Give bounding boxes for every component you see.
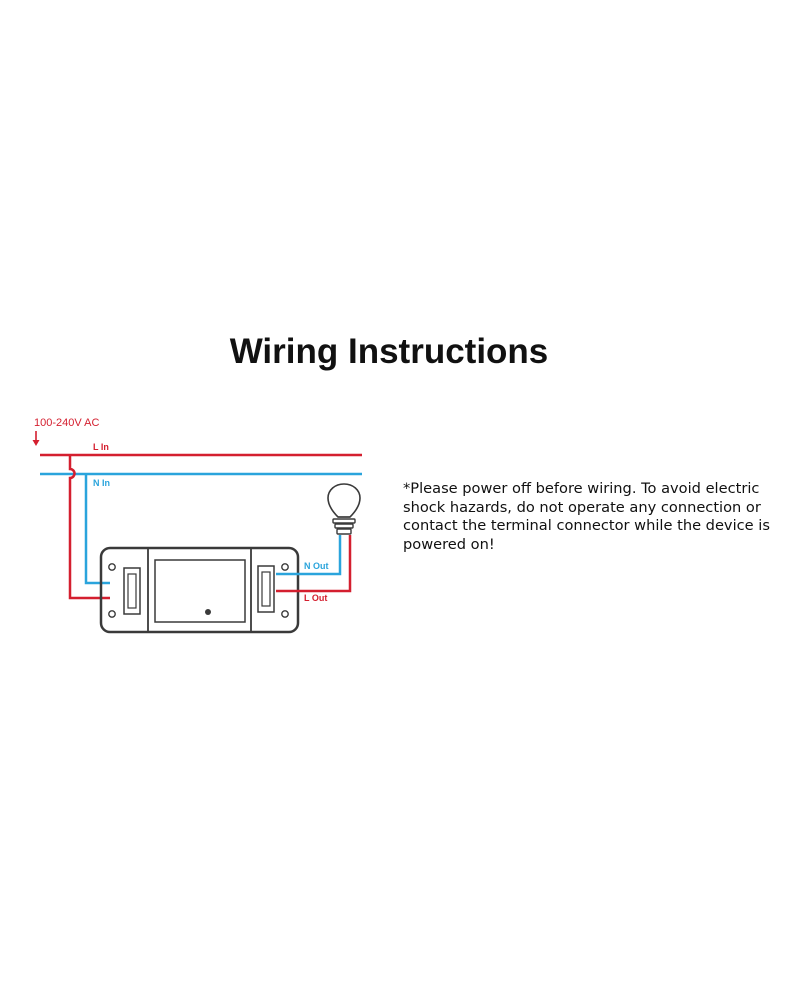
- neutral-input-drop-wire: [84, 474, 110, 585]
- live-output-wire: [276, 535, 352, 593]
- l-in-label: L In: [93, 442, 109, 452]
- page-title: Wiring Instructions: [229, 332, 549, 371]
- safety-warning-text: *Please power off before wiring. To avoi…: [403, 480, 770, 553]
- l-out-label: L Out: [304, 593, 327, 603]
- n-out-label: N Out: [304, 561, 329, 571]
- light-bulb-icon: [327, 483, 361, 535]
- smart-switch-device: [99, 546, 300, 634]
- neutral-output-wire: [276, 535, 342, 576]
- supply-label: 100-240V AC: [34, 417, 99, 429]
- n-in-label: N In: [93, 478, 110, 488]
- status-led: [205, 609, 211, 615]
- live-input-drop-wire: [68, 455, 110, 600]
- supply-arrow-icon: [32, 431, 40, 446]
